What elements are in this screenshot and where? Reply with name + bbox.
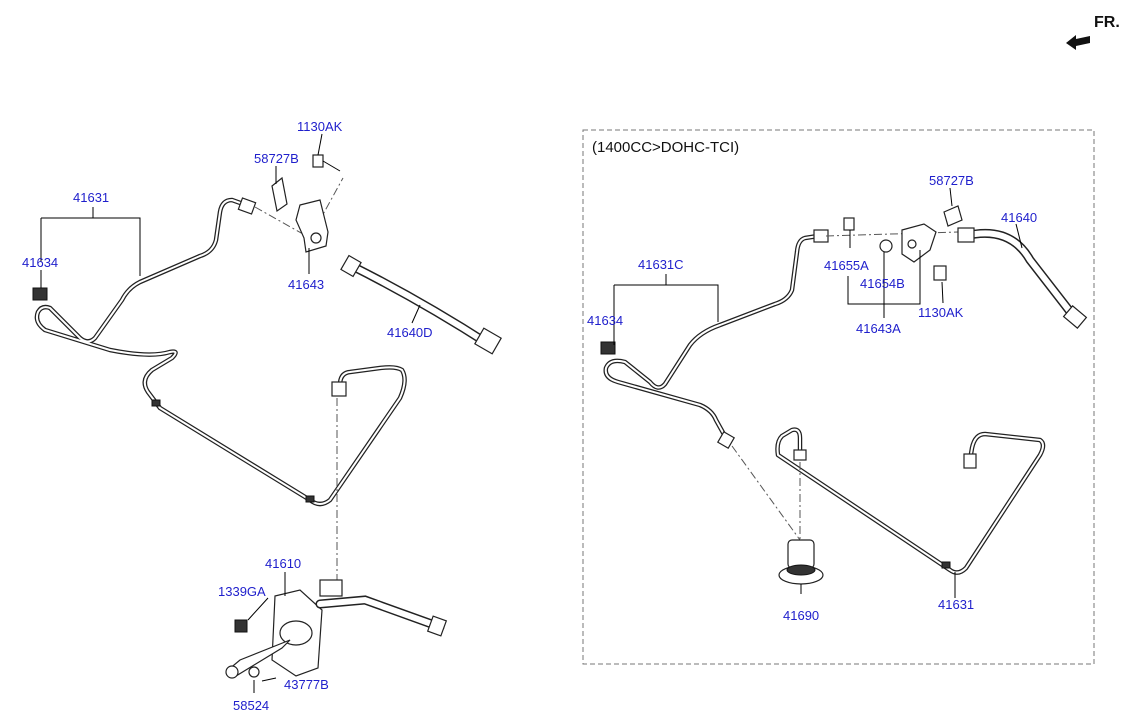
clutch-master-cylinder <box>225 579 448 679</box>
right-lower-fitting-right <box>963 453 977 469</box>
label-58524: 58524 <box>233 698 269 713</box>
right-bracket-hole <box>907 239 917 249</box>
label-41631-right: 41631 <box>938 597 974 612</box>
label-43777B: 43777B <box>284 677 329 692</box>
right-union <box>843 217 855 231</box>
label-1130AK-right: 1130AK <box>918 305 964 320</box>
right-clip <box>600 341 616 355</box>
right-assembly: 58727B 41640 41631C 41655A 41654B 1130AK… <box>587 173 1088 623</box>
left-chain-bracket <box>254 177 344 239</box>
label-41643A: 41643A <box>856 321 901 336</box>
left-clutch-pipe <box>34 197 407 507</box>
label-41640D: 41640D <box>387 325 433 340</box>
variant-label: (1400CC>DOHC-TCI) <box>592 139 739 156</box>
left-retainer-clip <box>271 176 288 213</box>
variant-box <box>582 129 1095 665</box>
label-41640: 41640 <box>1001 210 1037 225</box>
label-1130AK-left: 1130AK <box>297 119 343 134</box>
front-direction-indicator: FR. <box>1066 14 1120 50</box>
left-pipe-fitting-bottom <box>331 381 347 397</box>
left-pipe-sleeve-1 <box>151 399 161 407</box>
right-bushing <box>879 239 893 253</box>
right-pipe-fitting-bottom <box>716 430 736 450</box>
right-lower-fitting-left <box>793 449 807 461</box>
label-41654B: 41654B <box>860 276 905 291</box>
left-nut <box>234 619 248 633</box>
left-hose <box>340 254 502 355</box>
left-assembly: 1130AK 58727B 41631 41634 41643 41640D 4… <box>22 119 502 713</box>
label-58727B-right: 58727B <box>929 173 974 188</box>
left-washer <box>248 666 260 678</box>
left-pin <box>261 677 277 682</box>
left-bracket-hole <box>310 232 322 244</box>
arrow-left-icon <box>1066 35 1090 50</box>
right-bolt <box>933 265 947 281</box>
label-41631C: 41631C <box>638 257 684 272</box>
label-41610: 41610 <box>265 556 301 571</box>
left-pipe-sleeve-2 <box>305 495 315 503</box>
left-bolt <box>312 154 341 172</box>
right-chain-damper <box>731 445 801 541</box>
left-clip <box>32 287 48 301</box>
label-41690: 41690 <box>783 608 819 623</box>
right-pipe-sleeve <box>941 561 951 569</box>
right-hose <box>957 227 1088 329</box>
right-clutch-pipe-lower <box>775 427 1046 575</box>
right-retainer-clip <box>943 205 963 227</box>
right-bracket <box>901 223 937 263</box>
left-bracket <box>295 199 329 253</box>
label-58727B-left: 58727B <box>254 151 299 166</box>
right-clutch-pipe-upper <box>603 229 829 450</box>
label-41634-right: 41634 <box>587 313 623 328</box>
fr-label: FR. <box>1094 14 1120 31</box>
right-pipe-fitting-top <box>813 229 829 243</box>
right-chain-bracket <box>825 231 959 237</box>
label-41634-left: 41634 <box>22 255 58 270</box>
label-41643: 41643 <box>288 277 324 292</box>
label-41631-left: 41631 <box>73 190 109 205</box>
left-pipe-fitting-top <box>237 197 257 215</box>
label-1339GA: 1339GA <box>218 584 266 599</box>
label-41655A: 41655A <box>824 258 869 273</box>
clutch-damper <box>778 539 824 585</box>
